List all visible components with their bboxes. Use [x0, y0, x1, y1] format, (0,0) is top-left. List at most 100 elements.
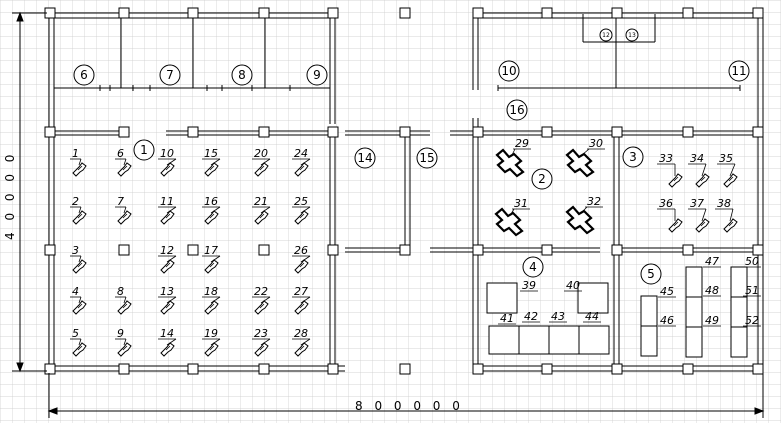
- machine-29: 29: [495, 137, 531, 178]
- machine-32: 32: [565, 195, 603, 235]
- machine-13: 13: [158, 285, 177, 315]
- machines: 1234567891011121314151617181920212223242…: [70, 137, 761, 357]
- machine-label: 30: [589, 137, 603, 150]
- machine-27: 27: [292, 285, 311, 315]
- machine-label: 24: [294, 147, 308, 160]
- zone-1: 1: [133, 139, 155, 161]
- zone-label: 3: [629, 150, 637, 164]
- machine-48: 48: [703, 284, 721, 297]
- machine-label: 41: [500, 312, 514, 325]
- machine-label: 28: [294, 327, 308, 340]
- zone-6: 6: [73, 64, 95, 86]
- machine-9: 9: [115, 327, 132, 357]
- machine-49: 49: [703, 314, 721, 327]
- machine-label: 26: [294, 244, 308, 257]
- machine-label: 5: [72, 327, 79, 340]
- machine-40: 40: [564, 279, 582, 292]
- machine-30: 30: [565, 137, 605, 178]
- zone-label: 11: [731, 64, 746, 78]
- machine-label: 36: [659, 197, 673, 210]
- zone-3: 3: [622, 146, 644, 168]
- machine-label: 4: [72, 285, 79, 298]
- machine-19: 19: [202, 327, 221, 357]
- machine-label: 49: [705, 314, 719, 327]
- machine-label: 42: [524, 310, 538, 323]
- machine-3: 3: [70, 244, 87, 274]
- machine-label: 25: [294, 195, 308, 208]
- machine-label: 38: [717, 197, 731, 210]
- machine-16: 16: [202, 195, 221, 225]
- machine-33: 33: [657, 152, 683, 188]
- machine-label: 16: [204, 195, 218, 208]
- zone-label: 9: [313, 68, 321, 82]
- machine-17: 17: [202, 244, 221, 274]
- zone-label: 10: [501, 64, 516, 78]
- zone-label: 6: [80, 68, 88, 82]
- zone-7: 7: [159, 64, 181, 86]
- zone-label: 12: [602, 32, 610, 39]
- machine-39: 39: [520, 279, 538, 292]
- zone-15: 15: [416, 147, 438, 169]
- machine-label: 20: [254, 147, 268, 160]
- machine-label: 45: [660, 285, 674, 298]
- machine-label: 23: [254, 327, 268, 340]
- machine-label: 11: [160, 195, 174, 208]
- zone-label: 5: [647, 267, 655, 281]
- zone-label: 16: [509, 103, 524, 117]
- machine-38: 38: [715, 197, 738, 233]
- zone-14: 14: [354, 147, 376, 169]
- machine-label: 10: [160, 147, 174, 160]
- machine-46: 46: [658, 314, 676, 327]
- machine-label: 9: [117, 327, 124, 340]
- machine-20: 20: [252, 147, 271, 177]
- machine-26: 26: [292, 244, 311, 274]
- machine-label: 39: [522, 279, 536, 292]
- machine-label: 12: [160, 244, 174, 257]
- machine-label: 50: [745, 255, 759, 268]
- machine-label: 6: [117, 147, 124, 160]
- zone-16: 16: [506, 99, 528, 121]
- machine-label: 35: [719, 152, 733, 165]
- machine-label: 52: [745, 314, 759, 327]
- machine-label: 51: [745, 284, 759, 297]
- machine-label: 33: [659, 152, 673, 165]
- machine-51: 51: [743, 284, 761, 297]
- machine-28: 28: [292, 327, 311, 357]
- zone-11: 11: [728, 60, 750, 82]
- machine-36: 36: [657, 197, 683, 233]
- machine-label: 14: [160, 327, 174, 340]
- zone-9: 9: [306, 64, 328, 86]
- machine-21: 21: [252, 195, 271, 225]
- machine-label: 1: [72, 147, 79, 160]
- machine-label: 32: [587, 195, 601, 208]
- zone-label: 7: [166, 68, 174, 82]
- machine-label: 44: [585, 310, 599, 323]
- machine-52: 52: [743, 314, 761, 327]
- zone-12: 12: [599, 28, 613, 42]
- machine-34: 34: [688, 152, 710, 188]
- machine-47: 47: [703, 255, 721, 268]
- machine-label: 31: [514, 197, 528, 210]
- machine-label: 15: [204, 147, 218, 160]
- zone-label: 1: [140, 143, 148, 157]
- machine-8: 8: [115, 285, 132, 315]
- machine-label: 2: [72, 195, 79, 208]
- machine-18: 18: [202, 285, 221, 315]
- machine-24: 24: [292, 147, 311, 177]
- door-marks: [53, 14, 741, 91]
- machine-label: 40: [566, 279, 580, 292]
- machine-label: 29: [515, 137, 529, 150]
- zone-13: 13: [625, 28, 639, 42]
- machine-15: 15: [202, 147, 221, 177]
- machine-22: 22: [252, 285, 271, 315]
- machine-label: 48: [705, 284, 719, 297]
- width-dimension-label: 8 0 0 0 0 0: [355, 399, 464, 413]
- machine-25: 25: [292, 195, 311, 225]
- machine-label: 18: [204, 285, 218, 298]
- machine-31: 31: [494, 197, 530, 237]
- machine-50: 50: [743, 255, 761, 268]
- zone-5: 5: [640, 263, 662, 285]
